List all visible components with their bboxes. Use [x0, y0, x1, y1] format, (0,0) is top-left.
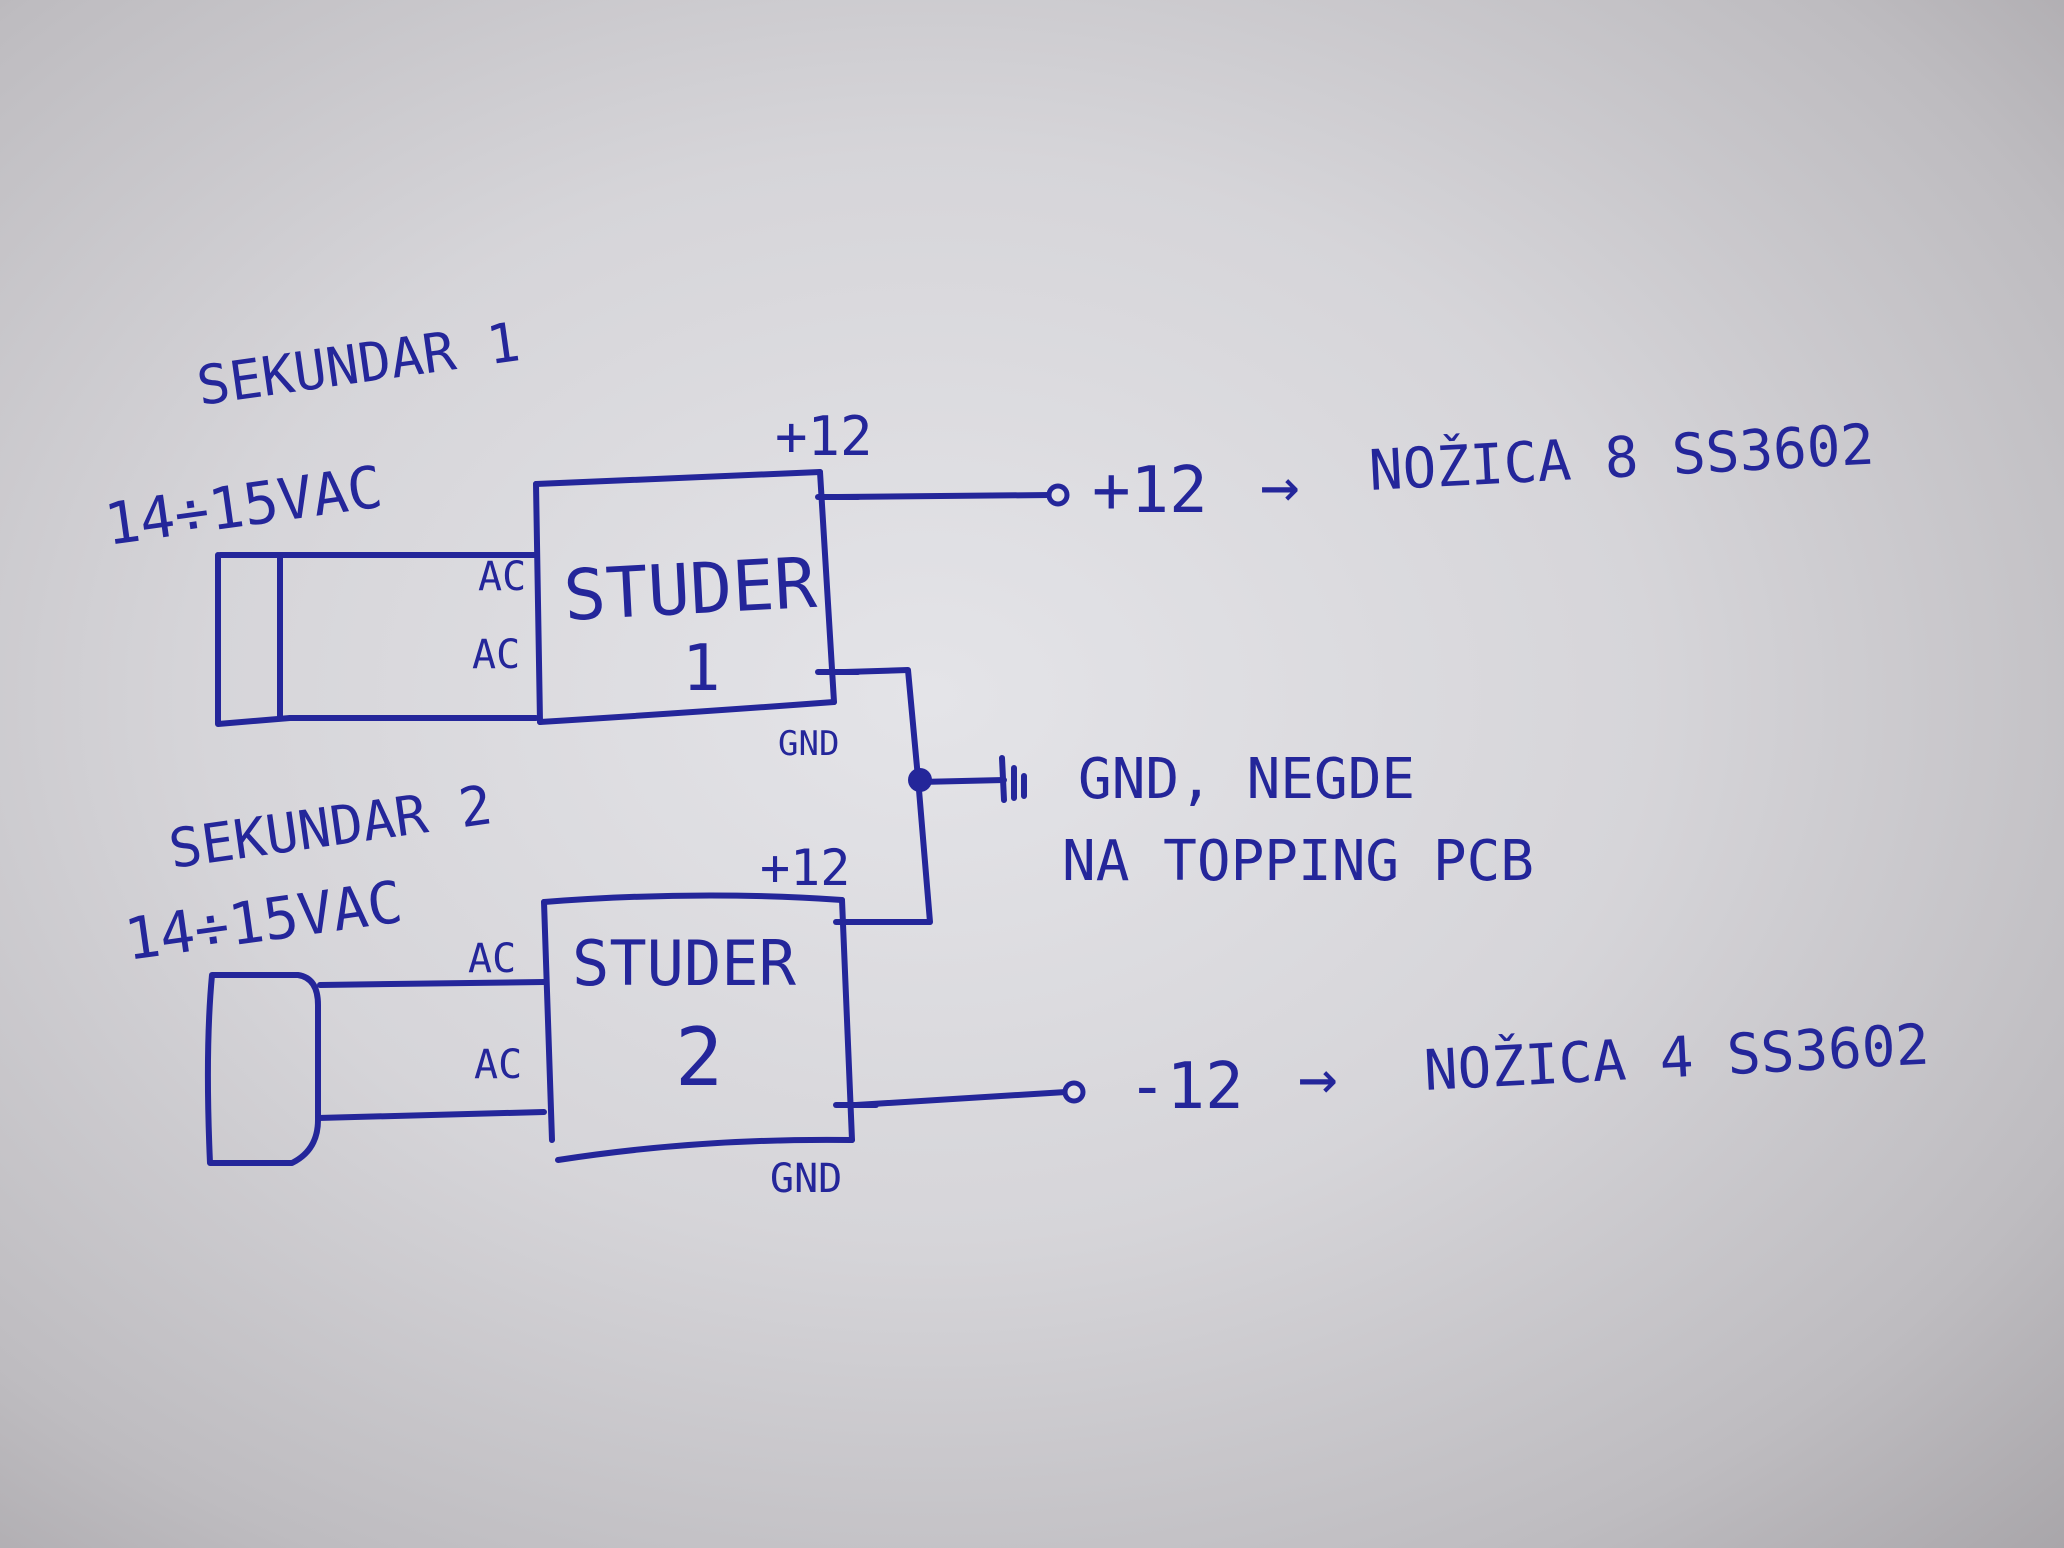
- studer-2-pin-gnd: GND: [770, 1156, 842, 1202]
- studer-1-pin-gnd: GND: [778, 724, 839, 764]
- output-minus12-destination: NOŽICA 4 SS3602: [1422, 1013, 1930, 1104]
- secondary-2-title: SEKUNDAR 2: [165, 773, 496, 881]
- wire-ground-common: [842, 667, 933, 925]
- secondary-1-winding: [215, 552, 539, 727]
- secondary-1-title: SEKUNDAR 1: [193, 310, 524, 418]
- wire-minus12: [853, 1089, 1069, 1108]
- output-minus12-label: -12: [1128, 1050, 1244, 1124]
- studer-2-module: [541, 892, 855, 1163]
- studer-1-module: [533, 469, 837, 725]
- output-plus12-destination: NOŽICA 8 SS3602: [1367, 413, 1875, 504]
- studer-2-pin-ac-bottom: AC: [474, 1042, 522, 1088]
- studer-2-number: 2: [675, 1011, 723, 1104]
- ground-note-line1: GND, NEGDE: [1078, 747, 1415, 812]
- studer-1-number: 1: [682, 632, 721, 706]
- studer-2-pin-plus: +12: [760, 839, 850, 897]
- secondary-2-winding: [204, 972, 547, 1166]
- studer-2-pin-ac-top: AC: [468, 936, 516, 982]
- output-plus12-arrow-icon: →: [1260, 447, 1300, 524]
- studer-1-pin-ac-bottom: AC: [472, 632, 520, 678]
- ground-symbol-icon: [999, 755, 1027, 803]
- secondary-1-voltage: 14÷15VAC: [100, 453, 386, 559]
- secondary-2-voltage: 14÷15VAC: [120, 868, 406, 974]
- wire-plus12: [835, 492, 1053, 500]
- terminal-plus12: [1046, 483, 1070, 507]
- output-minus12-arrow-icon: →: [1298, 1039, 1338, 1116]
- output-plus12-label: +12: [1092, 454, 1208, 528]
- terminal-minus12: [1062, 1080, 1086, 1104]
- studer-1-name: STUDER: [562, 542, 820, 637]
- wire-ground-tap: [917, 777, 1007, 785]
- ground-note-line2: NA TOPPING PCB: [1062, 829, 1534, 894]
- studer-1-pin-ac-top: AC: [478, 554, 526, 600]
- studer-1-pin-plus: +12: [775, 405, 873, 468]
- studer-2-name: STUDER: [572, 927, 797, 1000]
